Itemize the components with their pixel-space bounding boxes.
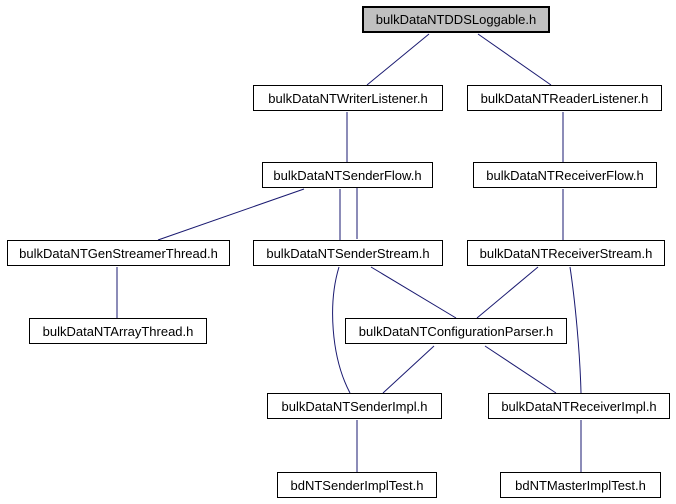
node-receiver-impl[interactable]: bulkDataNTReceiverImpl.h xyxy=(488,393,670,419)
node-gen-streamer-thread[interactable]: bulkDataNTGenStreamerThread.h xyxy=(7,240,230,266)
edge-reader-listener-to-dds-loggable xyxy=(477,33,552,86)
edges-group xyxy=(116,33,582,472)
edge-gen-streamer-thread-to-sender-flow xyxy=(157,188,305,241)
node-sender-stream[interactable]: bulkDataNTSenderStream.h xyxy=(253,240,443,266)
edge-configuration-parser-to-sender-stream xyxy=(370,266,457,319)
edge-writer-listener-to-dds-loggable xyxy=(366,33,430,86)
node-sender-flow[interactable]: bulkDataNTSenderFlow.h xyxy=(262,162,433,188)
edge-receiver-impl-to-receiver-stream xyxy=(569,266,582,394)
edge-sender-impl-to-configuration-parser xyxy=(382,345,435,394)
node-receiver-stream[interactable]: bulkDataNTReceiverStream.h xyxy=(467,240,665,266)
node-dds-loggable[interactable]: bulkDataNTDDSLoggable.h xyxy=(362,6,550,33)
node-master-impl-test[interactable]: bdNTMasterImplTest.h xyxy=(500,472,661,498)
edge-receiver-impl-to-configuration-parser xyxy=(484,345,557,394)
node-reader-listener[interactable]: bulkDataNTReaderListener.h xyxy=(467,85,662,111)
node-configuration-parser[interactable]: bulkDataNTConfigurationParser.h xyxy=(345,318,567,344)
node-writer-listener[interactable]: bulkDataNTWriterListener.h xyxy=(253,85,443,111)
node-array-thread[interactable]: bulkDataNTArrayThread.h xyxy=(29,318,207,344)
node-sender-impl-test[interactable]: bdNTSenderImplTest.h xyxy=(277,472,437,498)
node-receiver-flow[interactable]: bulkDataNTReceiverFlow.h xyxy=(473,162,657,188)
edge-sender-impl-to-sender-stream xyxy=(332,266,351,394)
edge-configuration-parser-to-receiver-stream xyxy=(476,266,539,319)
node-sender-impl[interactable]: bulkDataNTSenderImpl.h xyxy=(267,393,442,419)
